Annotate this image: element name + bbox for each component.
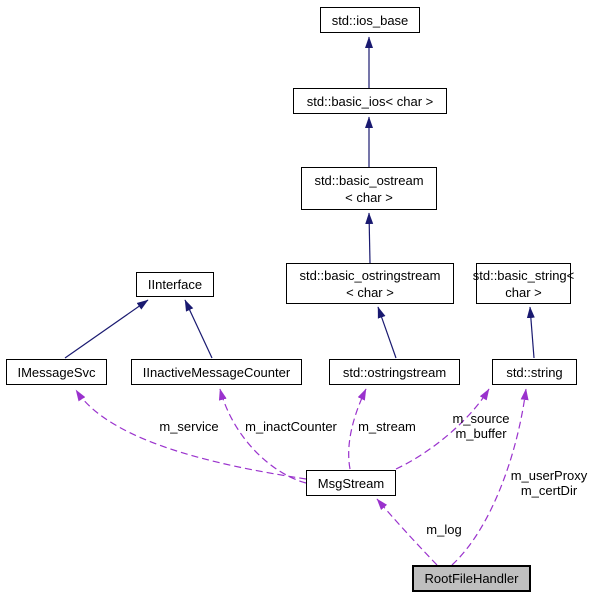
edge-inheritance-basic-ostringstream-to-basic-ostream bbox=[365, 212, 374, 264]
node-rootfilehandler[interactable]: RootFileHandler bbox=[412, 565, 531, 592]
node-string[interactable]: std::string bbox=[492, 359, 577, 385]
node-imessagesvc[interactable]: IMessageSvc bbox=[6, 359, 107, 385]
edge-label-m-service: m_service bbox=[159, 419, 219, 434]
edge-inheritance-iinactivemessagecounter-to-iinterface bbox=[184, 299, 213, 359]
edge-label-m-source-m-buffer: m_source m_buffer bbox=[452, 411, 510, 441]
edge-label-m-log: m_log bbox=[426, 522, 462, 537]
node-iinactivemessagecounter[interactable]: IInactiveMessageCounter bbox=[131, 359, 302, 385]
node-basic-ostringstream[interactable]: std::basic_ostringstream < char > bbox=[286, 263, 454, 304]
node-iinterface[interactable]: IInterface bbox=[136, 272, 214, 297]
node-ostringstream[interactable]: std::ostringstream bbox=[329, 359, 460, 385]
edge-usage-rootfilehandler-to-string bbox=[451, 388, 529, 566]
edge-usage-rootfilehandler-to-msgstream bbox=[376, 498, 438, 566]
edge-label-m-stream: m_stream bbox=[358, 419, 416, 434]
edge-usage-msgstream-to-imessagesvc bbox=[75, 389, 307, 480]
node-msgstream[interactable]: MsgStream bbox=[306, 470, 396, 496]
node-basic-ios[interactable]: std::basic_ios< char > bbox=[293, 88, 447, 114]
edge-inheritance-ostringstream-to-basic-ostringstream bbox=[377, 306, 397, 359]
node-basic-ostream[interactable]: std::basic_ostream < char > bbox=[301, 167, 437, 210]
edge-usage-msgstream-to-string bbox=[395, 388, 490, 470]
edge-label-m-inactcounter: m_inactCounter bbox=[245, 419, 337, 434]
node-ios-base[interactable]: std::ios_base bbox=[320, 7, 420, 33]
edge-inheritance-imessagesvc-to-iinterface bbox=[64, 299, 149, 359]
edge-label-m-userproxy-m-certdir: m_userProxy m_certDir bbox=[510, 468, 588, 498]
node-basic-string[interactable]: std::basic_string< char > bbox=[473, 263, 574, 304]
edge-usage-msgstream-to-iinactivemessagecounter bbox=[218, 388, 307, 484]
edge-inheritance-string-to-basic-string bbox=[526, 306, 535, 359]
